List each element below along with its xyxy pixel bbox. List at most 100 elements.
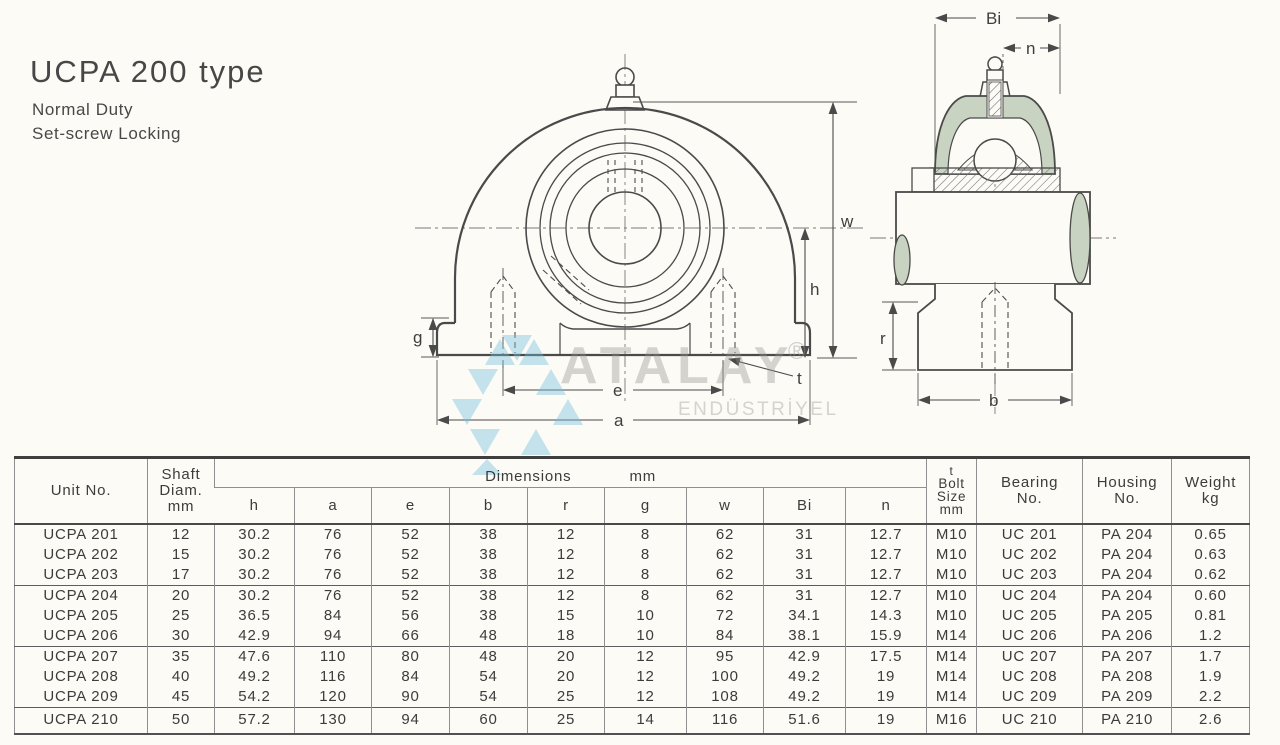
value-cell: 94 (294, 625, 372, 646)
value-cell: 54 (449, 686, 528, 707)
value-cell: 38 (449, 523, 528, 545)
value-cell: 95 (686, 645, 764, 667)
watermark-brand-text: ATALAY (560, 337, 795, 395)
value-cell: 19 (844, 666, 927, 687)
value-cell: 80 (371, 645, 450, 667)
unit-no-cell: UCPA 210 (14, 706, 148, 734)
value-cell: PA 205 (1082, 605, 1172, 626)
value-cell: 108 (686, 686, 764, 707)
col-header-dimensions: Dimensions mm (213, 457, 927, 488)
value-cell: 15 (147, 544, 215, 565)
value-cell: 100 (686, 666, 764, 687)
value-cell: 52 (371, 584, 450, 606)
value-cell: 38 (449, 544, 528, 565)
dim-label-w: w (840, 212, 854, 231)
value-cell: 8 (604, 564, 687, 585)
value-cell: UC 207 (976, 645, 1083, 667)
value-cell: 12 (604, 666, 687, 687)
value-cell: 0.65 (1171, 523, 1250, 545)
col-header-shaft-diam: Shaft Diam. mm (147, 457, 215, 524)
value-cell: 40 (147, 666, 215, 687)
value-cell: 20 (527, 645, 605, 667)
value-cell: 42.9 (763, 645, 846, 667)
col-header-bearing-no: Bearing No. (976, 457, 1083, 524)
value-cell: PA 204 (1082, 584, 1172, 606)
value-cell: 15 (527, 605, 605, 626)
value-cell: 47.6 (214, 645, 295, 667)
value-cell: PA 206 (1082, 625, 1172, 646)
registered-trademark-icon: ® (788, 338, 806, 365)
value-cell: UC 208 (976, 666, 1083, 687)
dim-col-header-e: e (371, 487, 450, 524)
value-cell: PA 204 (1082, 544, 1172, 565)
value-cell: 12 (604, 686, 687, 707)
value-cell: 19 (844, 686, 927, 707)
value-cell: 17 (147, 564, 215, 585)
value-cell: 25 (147, 605, 215, 626)
value-cell: 30.2 (214, 523, 295, 545)
value-cell: 54 (449, 666, 528, 687)
grease-nipple-front (604, 67, 646, 111)
value-cell: 50 (147, 706, 215, 734)
dim-label-b: b (989, 391, 998, 410)
value-cell: 52 (371, 564, 450, 585)
value-cell: 45 (147, 686, 215, 707)
dim-col-header-h: h (249, 496, 259, 514)
dim-label-g: g (413, 328, 422, 347)
value-cell: 0.60 (1171, 584, 1250, 606)
value-cell: 34.1 (763, 605, 846, 626)
value-cell: 10 (604, 625, 687, 646)
value-cell: M14 (926, 666, 977, 687)
value-cell: M14 (926, 686, 977, 707)
value-cell: M10 (926, 544, 977, 565)
value-cell: UC 206 (976, 625, 1083, 646)
value-cell: 0.63 (1171, 544, 1250, 565)
value-cell: 62 (686, 544, 764, 565)
value-cell: 12 (527, 584, 605, 606)
value-cell: UC 203 (976, 564, 1083, 585)
value-cell: 130 (294, 706, 372, 734)
watermark-subbrand-text: ENDÜSTRİYEL (678, 399, 839, 420)
value-cell: 62 (686, 564, 764, 585)
value-cell: 54.2 (214, 686, 295, 707)
value-cell: PA 207 (1082, 645, 1172, 667)
value-cell: 12.7 (844, 544, 927, 565)
unit-no-cell: UCPA 208 (43, 667, 119, 685)
value-cell: 52 (371, 523, 450, 545)
value-cell: UC 204 (976, 584, 1083, 606)
value-cell: 2.2 (1171, 686, 1250, 707)
value-cell: 15.9 (844, 625, 927, 646)
value-cell: M10 (926, 584, 977, 606)
unit-no-cell: UCPA 203 (43, 565, 119, 583)
dim-col-header-Bi: Bi (763, 487, 846, 524)
value-cell: PA 204 (1082, 564, 1172, 585)
value-cell: 17.5 (844, 645, 927, 667)
value-cell: 20 (147, 584, 215, 606)
value-cell: 10 (604, 605, 687, 626)
value-cell: 31 (763, 564, 846, 585)
value-cell: 14.3 (844, 605, 927, 626)
value-cell: 38 (449, 584, 528, 606)
value-cell: 12 (527, 564, 605, 585)
dim-col-header-b: b (449, 487, 528, 524)
value-cell: UC 209 (976, 686, 1083, 707)
value-cell: 84 (294, 605, 372, 626)
col-header-bolt-size: t Bolt Size mm (926, 457, 977, 524)
value-cell: 12 (527, 523, 605, 545)
value-cell: 52 (371, 544, 450, 565)
value-cell: 1.9 (1171, 666, 1250, 687)
dim-label-Bi: Bi (986, 9, 1001, 28)
value-cell: 90 (371, 686, 450, 707)
shaft (895, 191, 1091, 285)
value-cell: 8 (604, 544, 687, 565)
value-cell: 12 (147, 523, 215, 545)
value-cell: 57.2 (214, 706, 295, 734)
value-cell: 12 (604, 645, 687, 667)
value-cell: M10 (926, 605, 977, 626)
